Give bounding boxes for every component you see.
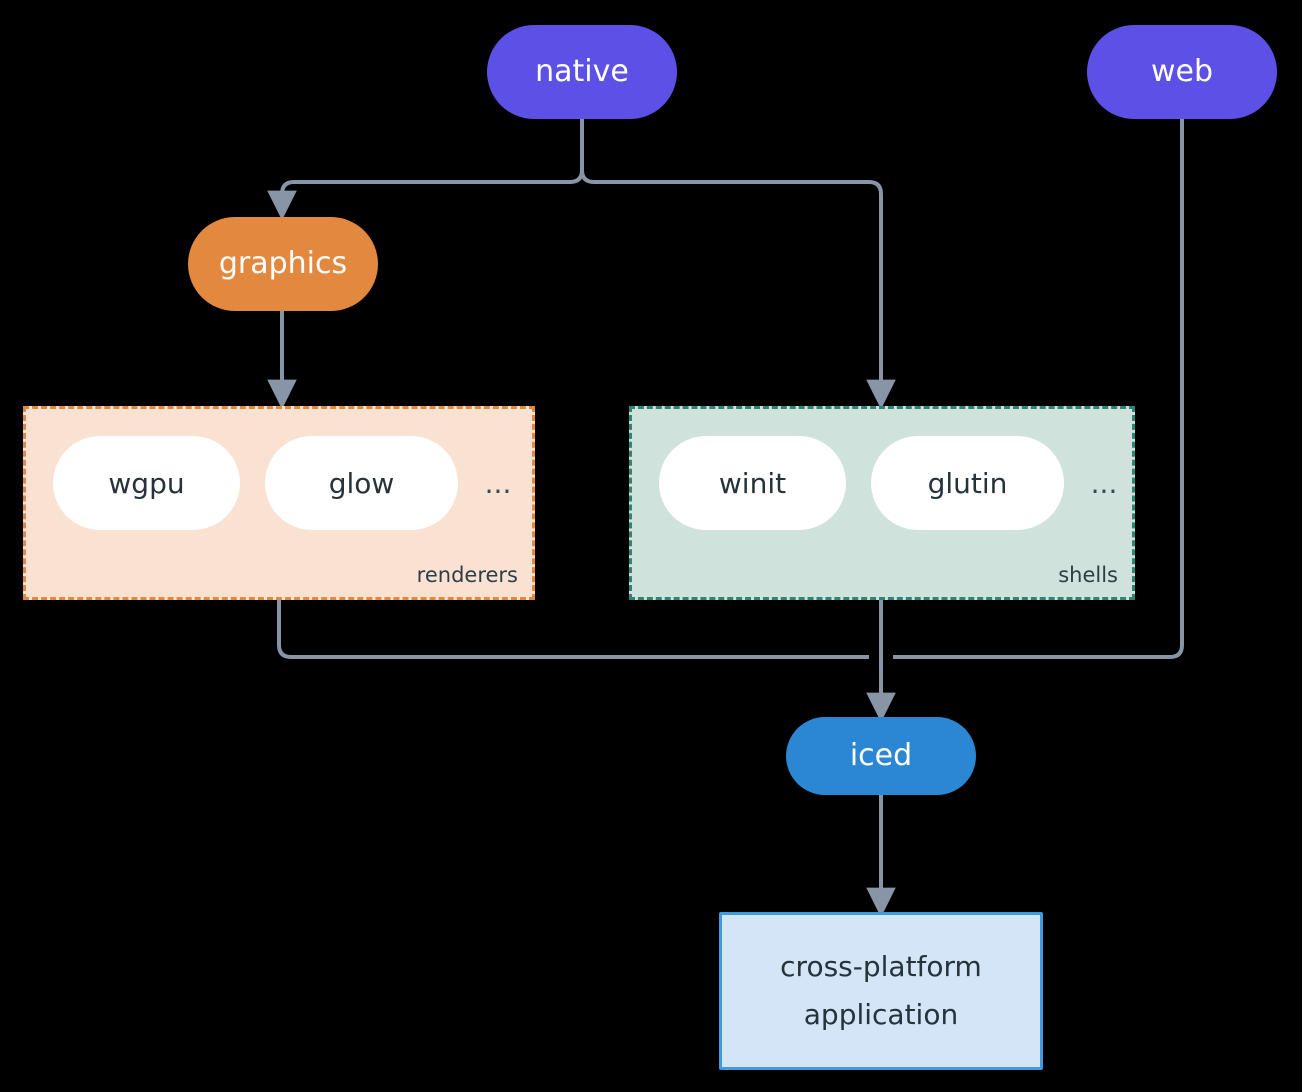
node-web[interactable]: web (1087, 25, 1277, 119)
node-graphics[interactable]: graphics (188, 217, 378, 311)
member-glutin-label: glutin (927, 466, 1008, 500)
edge-renderers-to-iced (277, 600, 869, 659)
shells-ellipsis-icon: ... (1080, 436, 1128, 530)
node-native[interactable]: native (487, 25, 677, 119)
member-glow[interactable]: glow (265, 436, 458, 530)
shells-ellipsis-label: ... (1090, 466, 1118, 500)
application-label-line2: application (803, 998, 959, 1031)
group-renderers-caption: renderers (416, 563, 518, 587)
member-wgpu[interactable]: wgpu (53, 436, 240, 530)
renderers-ellipsis-label: ... (484, 466, 512, 500)
member-wgpu-label: wgpu (108, 466, 185, 500)
renderers-ellipsis-icon: ... (474, 436, 522, 530)
group-renderers: wgpu glow ... renderers (23, 406, 535, 600)
node-cross-platform-application[interactable]: cross-platform application (719, 912, 1043, 1070)
node-iced-label: iced (849, 737, 913, 773)
group-shells: winit glutin ... shells (629, 406, 1135, 600)
member-winit-label: winit (718, 466, 787, 500)
node-iced[interactable]: iced (786, 717, 976, 795)
member-glow-label: glow (328, 466, 395, 500)
member-glutin[interactable]: glutin (871, 436, 1064, 530)
edge-native-to-shells (580, 119, 896, 410)
node-web-label: web (1150, 53, 1214, 89)
group-shells-caption: shells (1058, 563, 1118, 587)
member-winit[interactable]: winit (659, 436, 846, 530)
application-label-line1: cross-platform (780, 949, 982, 983)
edge-native-to-graphics (267, 119, 584, 221)
node-graphics-label: graphics (218, 245, 348, 281)
node-native-label: native (535, 53, 629, 89)
